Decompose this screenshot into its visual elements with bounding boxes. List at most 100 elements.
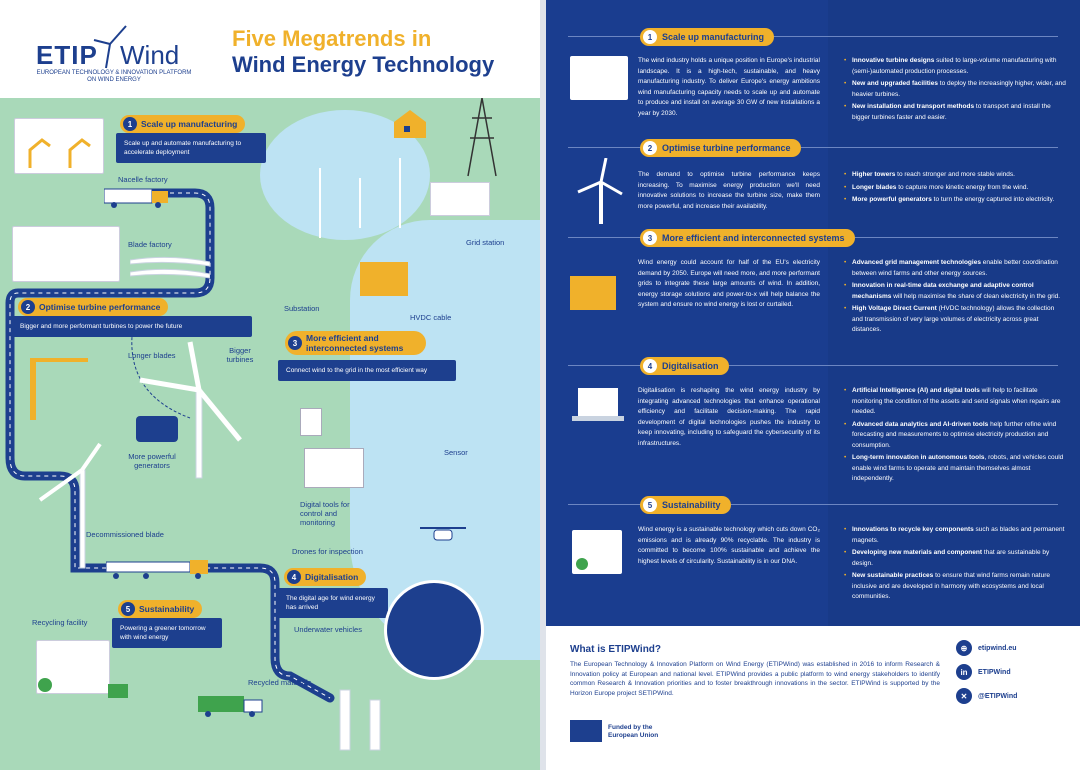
robot-arm-icon (28, 138, 91, 168)
label-recycling-facility: Recycling facility (32, 618, 88, 627)
generator-icon (136, 416, 178, 442)
r-sec4-text: Digitalisation is reshaping the wind ene… (638, 387, 820, 447)
laptop-icon (572, 388, 624, 421)
r-sec3-badge: 3 More efficient and interconnected syst… (640, 229, 855, 247)
turbine-icon (577, 158, 623, 224)
r-sec5-bullet: Innovations to recycle key components su… (844, 525, 1066, 546)
substation-platform (360, 262, 408, 296)
left-page: ETIP Wind EUROPEAN TECHNOLOGY & INNOVATI… (0, 0, 540, 770)
map-sec3-title: More efficient and interconnected system… (306, 333, 404, 353)
recycle-truck-icon (198, 696, 263, 717)
label-digital-tools: Digital tools for control and monitoring (300, 500, 350, 527)
website-link[interactable]: ⊕etipwind.eu (956, 640, 1017, 656)
x-icon: ✕ (956, 688, 972, 704)
blades-stack-icon (130, 256, 210, 279)
label-recycled-materials: Recycled materials (248, 678, 312, 687)
r-sec5-title: Sustainability (662, 500, 721, 510)
label-drones-inspection: Drones for inspection (292, 547, 363, 556)
old-turbine-icon (38, 442, 102, 569)
r-sec3-bullet: Innovation in real-time data exchange an… (844, 281, 1066, 302)
map-sec3-badge: 3 More efficient and interconnected syst… (285, 331, 426, 355)
divider (568, 365, 1058, 366)
r-sec2-title: Optimise turbine performance (662, 143, 791, 153)
blade-factory-building (12, 226, 120, 282)
substation-icon (570, 276, 616, 310)
recycle-icon (38, 678, 52, 692)
crane-icon (30, 358, 88, 420)
globe-icon: ⊕ (956, 640, 972, 656)
grid-station-building (430, 182, 490, 216)
r-sec5-bullets: Innovations to recycle key components su… (844, 525, 1066, 605)
footer-text: The European Technology & Innovation Pla… (570, 661, 940, 697)
r-sec3-bullet: High Voltage Direct Current (HVDC techno… (844, 304, 1066, 336)
new-factory-icon (339, 689, 381, 751)
label-substation: Substation (284, 304, 320, 313)
map-sec2-desc: Bigger and more performant turbines to p… (12, 316, 252, 337)
r-sec5-bullet: New sustainable practices to ensure that… (844, 571, 1066, 603)
map-sec3-num: 3 (288, 336, 302, 350)
house-icon (394, 110, 426, 138)
monitor-icon (304, 448, 364, 488)
label-longer-blades: Longer blades (128, 351, 176, 360)
pylon-icon (467, 98, 497, 177)
r-sec2-bullet: Higher towers to reach stronger and more… (844, 170, 1066, 181)
page-title-line2: Wind Energy Technology (232, 52, 495, 77)
r-sec1-bullets: Innovative turbine designs suited to lar… (844, 56, 1066, 125)
label-sensor: Sensor (444, 448, 468, 457)
divider (568, 147, 1058, 148)
map-sec2-num: 2 (21, 300, 35, 314)
r-sec4-title: Digitalisation (662, 361, 719, 371)
truck-icon (104, 188, 168, 208)
footer-heading: What is ETIPWind? (570, 644, 662, 655)
r-sec3-text: Wind energy could account for half of th… (638, 259, 820, 308)
funded-by-eu: Funded by the European Union (608, 724, 659, 739)
logo-subtitle: EUROPEAN TECHNOLOGY & INNOVATION PLATFOR… (36, 70, 192, 83)
r-sec2-bullets: Higher towers to reach stronger and more… (844, 170, 1066, 208)
x-link[interactable]: ✕@ETIPWind (956, 688, 1017, 704)
r-sec3-title: More efficient and interconnected system… (662, 233, 845, 243)
recycle-icon (576, 558, 588, 570)
big-turbine-icon (139, 341, 242, 479)
map-sec4-desc: The digital age for wind energy has arri… (278, 588, 388, 618)
drone-icon (420, 527, 466, 541)
r-sec4-badge: 4 Digitalisation (640, 357, 729, 375)
map-sec5-num: 5 (121, 602, 135, 616)
label-blade-factory: Blade factory (128, 240, 172, 249)
logo-wind: Wind (120, 40, 180, 70)
right-page: 1 Scale up manufacturing The wind indust… (546, 0, 1080, 770)
logo-turbine-icon (93, 25, 127, 69)
underwater-inset (384, 580, 484, 680)
label-bigger-turbines: Bigger turbines (226, 346, 254, 364)
recycle-bin-icon (108, 684, 128, 698)
map-sec5-badge: 5 Sustainability (118, 600, 203, 618)
r-sec3-num: 3 (643, 231, 657, 245)
label-grid-station: Grid station (466, 238, 505, 247)
map-sec4-badge: 4 Digitalisation (284, 568, 367, 586)
server-icon (300, 408, 322, 436)
r-sec1-text: The wind industry holds a unique positio… (638, 57, 820, 117)
logo-etip: ETIP (36, 40, 98, 70)
linkedin-icon: in (956, 664, 972, 680)
map-sec2-title: Optimise turbine performance (39, 302, 161, 312)
label-more-powerful-generators: More powerful generators (128, 452, 176, 470)
r-sec4-bullet: Artificial Intelligence (AI) and digital… (844, 386, 1066, 418)
r-sec2-num: 2 (643, 141, 657, 155)
r-sec5-badge: 5 Sustainability (640, 496, 731, 514)
r-sec1-title: Scale up manufacturing (662, 32, 765, 42)
r-sec1-bullet: New installation and transport methods t… (844, 102, 1066, 123)
offshore-turbines-icon (319, 158, 401, 238)
map-sec4-title: Digitalisation (305, 572, 359, 582)
map-sec1-num: 1 (123, 117, 137, 131)
label-decommissioned-blade: Decommissioned blade (86, 530, 164, 539)
r-sec5-text: Wind energy is a sustainable technology … (638, 526, 820, 565)
map-sec5-title: Sustainability (139, 604, 195, 614)
blade-truck-icon (106, 560, 208, 579)
r-sec3-bullet: Advanced grid management technologies en… (844, 258, 1066, 279)
map-sec2-badge: 2 Optimise turbine performance (18, 298, 169, 316)
r-sec3-bullets: Advanced grid management technologies en… (844, 258, 1066, 338)
eu-flag-icon (570, 720, 602, 742)
r-sec4-bullet: Advanced data analytics and AI-driven to… (844, 420, 1066, 452)
r-sec2-bullet: Longer blades to capture more kinetic en… (844, 183, 1066, 194)
r-sec2-badge: 2 Optimise turbine performance (640, 139, 801, 157)
